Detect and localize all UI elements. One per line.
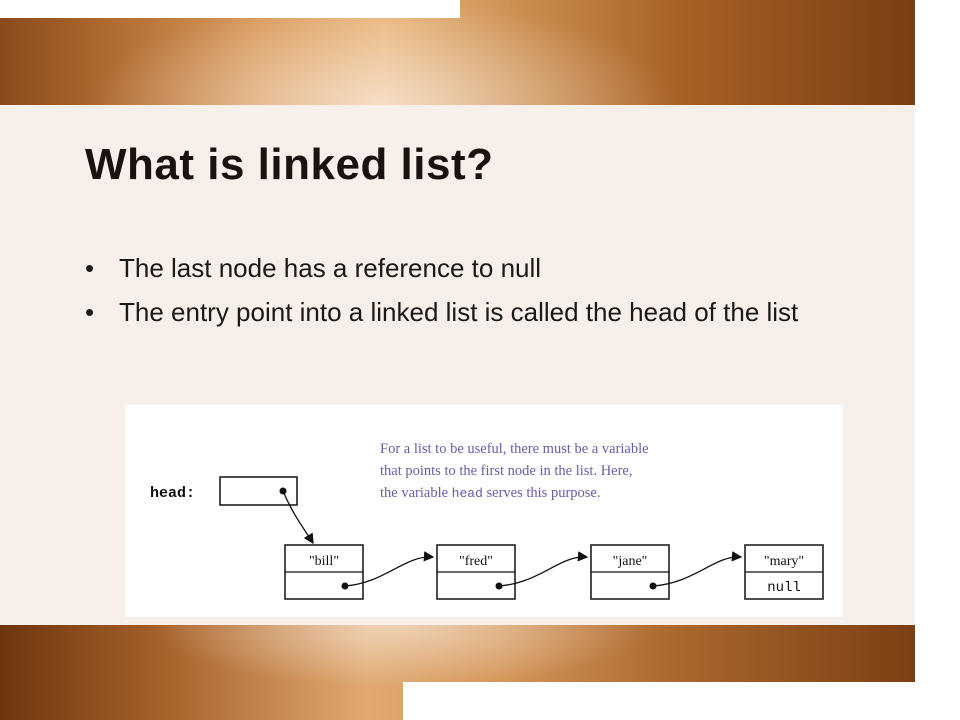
- linked-list-diagram-svg: For a list to be useful, there must be a…: [150, 441, 824, 600]
- bullet-item: • The entry point into a linked list is …: [85, 296, 865, 328]
- node-data-fred: "fred": [459, 554, 493, 569]
- node-bill: "bill": [284, 544, 364, 600]
- node-jane: "jane": [590, 544, 670, 600]
- null-label: null: [767, 580, 801, 596]
- decorative-white-strip-bottom: [403, 682, 915, 720]
- linked-list-diagram: For a list to be useful, there must be a…: [125, 405, 843, 617]
- head-arrow: [282, 490, 314, 545]
- slide-title: What is linked list?: [85, 140, 494, 189]
- bullet-icon: •: [85, 297, 95, 327]
- node-fred: "fred": [436, 544, 516, 600]
- head-label: head:: [150, 485, 195, 502]
- decorative-white-strip: [0, 0, 460, 18]
- next-arrow: [652, 551, 743, 587]
- next-arrow: [344, 551, 435, 587]
- diagram-note-line-2: that points to the first node in the lis…: [380, 463, 633, 479]
- bullet-text: The entry point into a linked list is ca…: [119, 297, 799, 327]
- bullet-item: • The last node has a reference to null: [85, 252, 865, 284]
- node-mary: "mary" null: [744, 544, 824, 600]
- diagram-note-line-3: the variable head serves this purpose.: [380, 485, 600, 501]
- bullet-icon: •: [85, 253, 95, 283]
- diagram-note-line-1: For a list to be useful, there must be a…: [380, 441, 649, 457]
- bullet-text: The last node has a reference to null: [119, 253, 542, 283]
- next-arrow: [498, 551, 589, 587]
- node-data-bill: "bill": [309, 554, 339, 569]
- slide-right-margin: [915, 0, 960, 720]
- bullet-list: • The last node has a reference to null …: [85, 252, 865, 340]
- node-data-mary: "mary": [764, 554, 804, 569]
- node-data-jane: "jane": [613, 554, 648, 569]
